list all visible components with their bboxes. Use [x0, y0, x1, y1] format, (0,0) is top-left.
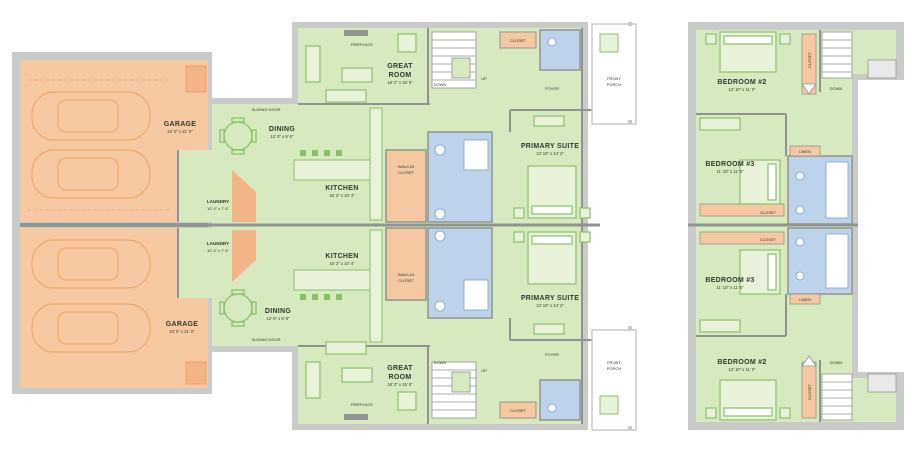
kitchen-top-dim: 16' 2" x 10' 4"	[329, 193, 355, 198]
walkin-top-label-2: CLOSET	[398, 170, 415, 175]
stair-icon	[431, 31, 477, 419]
linen-top-label: LINEN	[799, 149, 811, 154]
upper-closet-mid-top-label: CLOSET	[760, 210, 777, 215]
great-room-top-label-2: ROOM	[389, 72, 412, 79]
fireplace-bottom-label: FIREPLACE	[351, 402, 374, 407]
foyer-bottom-label: FOYER	[545, 352, 559, 357]
foyer-top-label: FOYER	[545, 86, 559, 91]
great-room-top-dim: 18' 2" x 15' 0"	[387, 80, 413, 85]
bedroom2-top-label: BEDROOM #2	[717, 79, 766, 86]
bedroom2-bottom-label: BEDROOM #2	[717, 359, 766, 366]
walkin-bottom-label-2: CLOSET	[398, 278, 415, 283]
garage-bottom-floor	[20, 228, 208, 388]
primary-suite-top-label: PRIMARY SUITE	[521, 143, 579, 150]
laundry-bottom-label: LAUNDRY	[207, 241, 229, 246]
sliding-door-bottom-label: SLIDING DOOR	[251, 337, 280, 342]
upper-closet-bottom-label: CLOSET	[807, 383, 812, 400]
porch-bottom-label: FRONT	[607, 360, 621, 365]
dining-top-dim: 12' 0" x 8' 6"	[271, 134, 294, 139]
bedroom3-bottom-dim: 11' 10" x 11' 6"	[717, 285, 745, 290]
bedroom3-top-label: BEDROOM #3	[705, 161, 754, 168]
upper-stair-down-top-label: DOWN	[830, 86, 843, 91]
porch-top-label: FRONT	[607, 76, 621, 81]
stair-down-top-label: DOWN	[434, 82, 447, 87]
great-room-bottom-label-2: ROOM	[389, 374, 412, 381]
primary-suite-bottom-label: PRIMARY SUITE	[521, 295, 579, 302]
garage-top-label: GARAGE	[164, 121, 197, 128]
bedroom3-bottom-label: BEDROOM #3	[705, 277, 754, 284]
primary-suite-bottom-dim: 13' 10" x 14' 2"	[536, 303, 564, 308]
fireplace-top-label: FIREPLACE	[351, 42, 374, 47]
kitchen-bottom-dim: 16' 2" x 10' 4"	[329, 261, 355, 266]
stair-up-top-label: UP	[481, 76, 487, 81]
walkin-top-label: WALK-IN	[398, 164, 415, 169]
upper-floor: BEDROOM #2 13' 10" x 11' 0" BEDROOM #3 1…	[688, 22, 904, 430]
closet-top-label: CLOSET	[510, 38, 527, 43]
laundry-top-label: LAUNDRY	[207, 199, 229, 204]
kitchen-bottom-label: KITCHEN	[325, 253, 358, 260]
great-room-bottom-dim: 18' 2" x 15' 0"	[387, 382, 413, 387]
porch-top-label-2: PORCH	[607, 82, 622, 87]
laundry-top-dim: 10' 4" x 7' 6"	[207, 206, 230, 211]
car-icon	[31, 91, 151, 353]
upper-closet-top-label: CLOSET	[807, 51, 812, 68]
sliding-door-top-label: SLIDING DOOR	[251, 107, 280, 112]
garage-bottom-label: GARAGE	[166, 321, 199, 328]
garage-bottom-dim: 24' 0" x 21' 0"	[169, 329, 195, 334]
bedroom2-top-dim: 13' 10" x 11' 0"	[728, 87, 756, 92]
closet-bottom-label: CLOSET	[510, 408, 527, 413]
dining-top-label: DINING	[269, 126, 296, 133]
walkin-closet-bottom	[385, 227, 427, 301]
main-floor: GARAGE 24' 0" x 21' 0" GARAGE 24' 0" x 2…	[12, 22, 637, 431]
laundry-bottom-dim: 10' 4" x 7' 6"	[207, 248, 230, 253]
bedroom2-bottom-dim: 13' 10" x 11' 0"	[728, 367, 756, 372]
linen-bottom-label: LINEN	[799, 297, 811, 302]
upper-stair-down-bottom-label: DOWN	[830, 360, 843, 365]
dining-bottom-label: DINING	[265, 308, 292, 315]
great-room-top-label: GREAT	[387, 63, 413, 70]
great-room-bottom-label: GREAT	[387, 365, 413, 372]
upper-closet-mid-bottom-label: CLOSET	[760, 237, 777, 242]
stair-down-bottom-label: DOWN	[434, 360, 447, 365]
primary-suite-top-dim: 13' 10" x 14' 2"	[536, 151, 564, 156]
stair-up-bottom-label: UP	[481, 368, 487, 373]
walkin-bottom-label: WALK-IN	[398, 272, 415, 277]
dining-bottom-dim: 12' 0" x 8' 6"	[267, 316, 290, 321]
bedroom3-top-dim: 11' 10" x 11' 6"	[717, 169, 745, 174]
bed-icon	[513, 115, 591, 335]
dining-table-icon	[219, 117, 257, 327]
porch-area	[591, 22, 637, 431]
porch-bottom-label-2: PORCH	[607, 366, 622, 371]
garage-top-floor	[20, 60, 208, 222]
walkin-closet-top	[385, 149, 427, 223]
garage-top-dim: 24' 0" x 21' 0"	[167, 129, 193, 134]
kitchen-top-label: KITCHEN	[325, 185, 358, 192]
sofa-icon	[305, 33, 417, 411]
